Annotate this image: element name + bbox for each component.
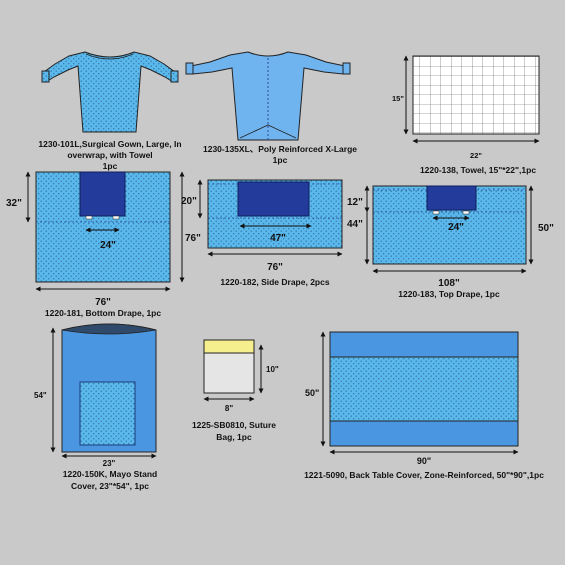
towel-height-label: 15" bbox=[392, 94, 404, 103]
bottom-drape-side-label: 76" bbox=[185, 233, 201, 244]
top-drape-panel bbox=[372, 185, 527, 265]
top-drape-mid-label: 44" bbox=[347, 219, 363, 230]
suture-bag-item: 10" 8" 1225-SB0810, Suture Bag, 1pc bbox=[192, 339, 279, 442]
gown-large-caption-2: overwrap, with Towel bbox=[67, 150, 152, 160]
mayo-cover-item: 54" 23" 1220-150K, Mayo Stand Cover, 23"… bbox=[34, 323, 157, 491]
side-drape-top-label: 20" bbox=[181, 196, 197, 207]
top-drape-reinforcement bbox=[426, 185, 477, 211]
top-drape-top-label: 12" bbox=[347, 197, 363, 208]
suture-bag-width-label: 8" bbox=[225, 404, 233, 413]
suture-bag-yellow-band bbox=[203, 339, 255, 354]
gown-large-caption-3: 1pc bbox=[103, 161, 118, 171]
mayo-caption-1: 1220-150K, Mayo Stand bbox=[63, 469, 157, 479]
back-table-height-label: 50" bbox=[305, 388, 319, 398]
side-drape-width-label: 76" bbox=[267, 262, 283, 273]
side-drape-caption: 1220-182, Side Drape, 2pcs bbox=[220, 277, 329, 287]
mayo-caption-2: Cover, 23"*54", 1pc bbox=[71, 481, 149, 491]
suture-bag-caption-2: Bag, 1pc bbox=[216, 432, 252, 442]
towel-item: 15" 22" 1220-138, Towel, 15"*22",1pc bbox=[392, 55, 540, 175]
suture-bag-panel bbox=[203, 352, 255, 394]
towel-width-label: 22" bbox=[470, 151, 482, 160]
bottom-drape-caption: 1220-181, Bottom Drape, 1pc bbox=[45, 308, 161, 318]
top-drape-item: 12" 44" 50" 24" 108" 1220-183, Top Drape… bbox=[347, 185, 554, 299]
gown-large-item: 1230-101L,Surgical Gown, Large, In overw… bbox=[38, 51, 182, 171]
bottom-drape-reinforcement bbox=[79, 171, 126, 217]
side-drape-item: 20" 47" 76" 1220-182, Side Drape, 2pcs bbox=[181, 179, 343, 287]
gown-xl-caption-2: 1pc bbox=[273, 155, 288, 165]
back-table-item: 50" 90" 1221-5090, Back Table Cover, Zon… bbox=[304, 331, 544, 480]
suture-bag-caption-1: 1225-SB0810, Suture bbox=[192, 420, 276, 430]
back-table-top-zone bbox=[329, 331, 519, 358]
gown-large-caption-1: 1230-101L,Surgical Gown, Large, In bbox=[38, 139, 181, 149]
gown-xl-item: 1230-135XL、Poly Reinforced X-Large 1pc bbox=[185, 51, 357, 165]
gown-xl-caption-1: 1230-135XL、Poly Reinforced X-Large bbox=[203, 144, 357, 154]
back-table-caption: 1221-5090, Back Table Cover, Zone-Reinfo… bbox=[304, 470, 544, 480]
top-drape-side-label: 50" bbox=[538, 223, 554, 234]
mayo-cover-reinforcement bbox=[79, 381, 136, 446]
side-drape-reinforcement bbox=[237, 181, 310, 217]
side-drape-inner-label: 47" bbox=[270, 233, 286, 244]
bottom-drape-top-label: 32" bbox=[6, 198, 22, 209]
top-drape-caption: 1220-183, Top Drape, 1pc bbox=[398, 289, 500, 299]
mayo-height-label: 54" bbox=[34, 391, 47, 400]
top-drape-inner-label: 24" bbox=[448, 222, 464, 233]
gown-xl-icon bbox=[185, 51, 351, 141]
back-table-bottom-zone bbox=[329, 420, 519, 447]
top-drape-width-label: 108" bbox=[438, 278, 460, 289]
bottom-drape-width-label: 76" bbox=[95, 297, 111, 308]
mayo-width-label: 23" bbox=[103, 459, 116, 468]
gown-large-icon bbox=[41, 51, 179, 133]
suture-bag-height-label: 10" bbox=[266, 365, 279, 374]
bottom-drape-inner-label: 24" bbox=[100, 240, 116, 251]
towel-panel bbox=[412, 55, 540, 135]
towel-caption: 1220-138, Towel, 15"*22",1pc bbox=[420, 165, 536, 175]
bottom-drape-item: 32" 76" 24" 76" 1220-181, Bottom Drape, … bbox=[6, 171, 201, 318]
back-table-width-label: 90" bbox=[417, 456, 431, 466]
